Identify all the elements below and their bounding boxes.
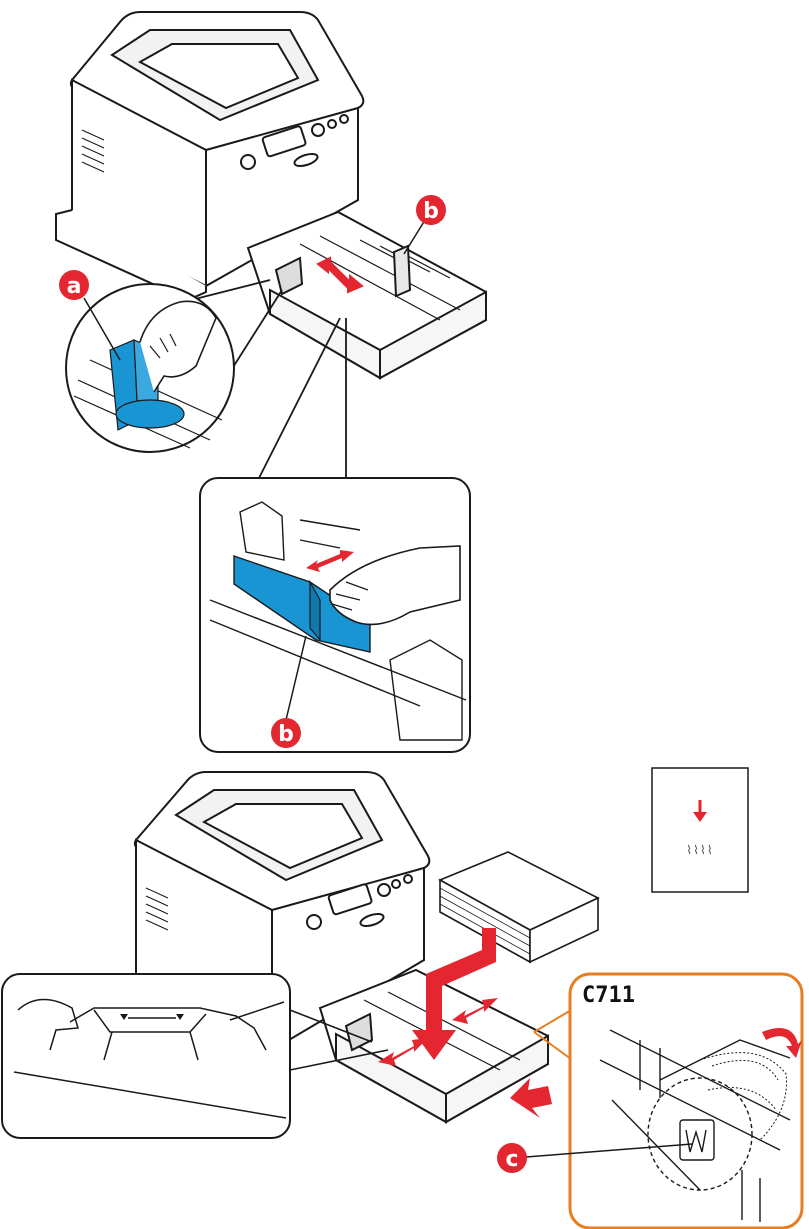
insert-arrow-icon (412, 928, 496, 1060)
svg-text:a: a (67, 274, 82, 299)
paper-orientation-icon: ⌇⌇⌇⌇ (651, 767, 749, 893)
zoom-panel-b (199, 317, 471, 753)
double-arrow-icon (316, 256, 364, 294)
rotate-arrow-icon (762, 1028, 802, 1058)
svg-text:b: b (423, 199, 439, 224)
callout-b-top: b (403, 195, 446, 255)
zoom-circle-a (65, 279, 283, 453)
top-paper-tray (246, 210, 487, 380)
top-printer (55, 11, 365, 302)
zoom-panel-c711: C711 (533, 972, 804, 1229)
svg-text:⌇⌇⌇⌇: ⌇⌇⌇⌇ (686, 843, 713, 857)
callout-c: c (497, 1143, 693, 1173)
model-label: C711 (582, 983, 635, 1008)
svg-text:c: c (505, 1147, 518, 1172)
svg-text:b: b (278, 722, 294, 747)
bottom-printer (119, 771, 431, 1070)
push-arrow-icon (510, 1078, 552, 1118)
zoom-panel-fill-mark (1, 973, 389, 1139)
tray-guide-arrows (378, 998, 498, 1066)
arrow-down-icon (693, 800, 707, 822)
paper-stack-icon (438, 851, 600, 964)
callout-b-zoom: b (271, 635, 307, 748)
callout-a: a (59, 270, 121, 361)
